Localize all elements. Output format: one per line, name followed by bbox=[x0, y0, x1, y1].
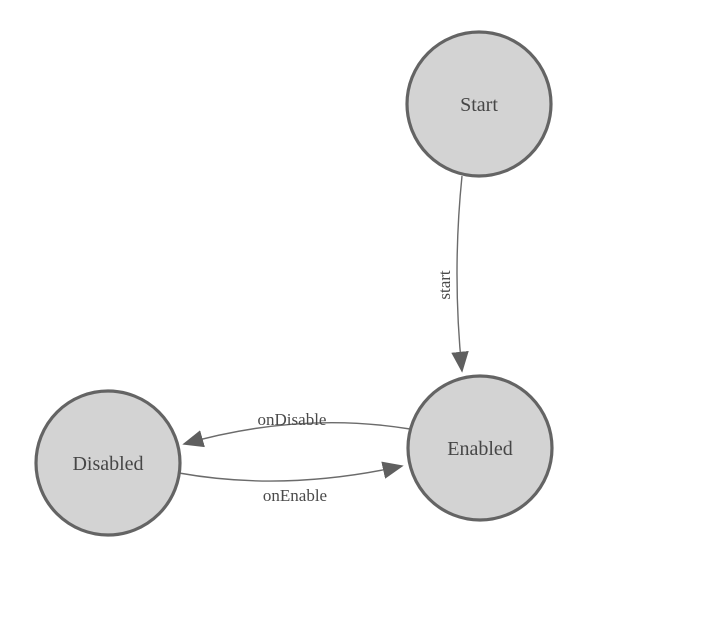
transition-edge-onenable: onEnable bbox=[178, 461, 404, 505]
state-node-enabled[interactable]: Enabled bbox=[406, 374, 554, 522]
transition-edge-ondisable: onDisable bbox=[182, 410, 411, 448]
state-circle-disabled[interactable] bbox=[34, 389, 182, 537]
transition-edge-start: start bbox=[435, 175, 469, 373]
edge-line-start bbox=[451, 175, 469, 373]
state-node-disabled[interactable]: Disabled bbox=[34, 389, 182, 537]
edge-line-ondisable bbox=[182, 421, 411, 448]
state-circle-enabled[interactable] bbox=[406, 374, 554, 522]
edge-label-onenable: onEnable bbox=[263, 486, 327, 505]
edge-label-start: start bbox=[435, 270, 454, 300]
state-label-start: Start bbox=[460, 94, 498, 116]
state-label-enabled: Enabled bbox=[447, 438, 513, 460]
edge-line-onenable bbox=[178, 461, 404, 482]
edge-label-ondisable: onDisable bbox=[258, 410, 327, 429]
state-circle-start[interactable] bbox=[405, 30, 553, 178]
state-node-start[interactable]: Start bbox=[405, 30, 553, 178]
state-label-disabled: Disabled bbox=[72, 453, 143, 475]
